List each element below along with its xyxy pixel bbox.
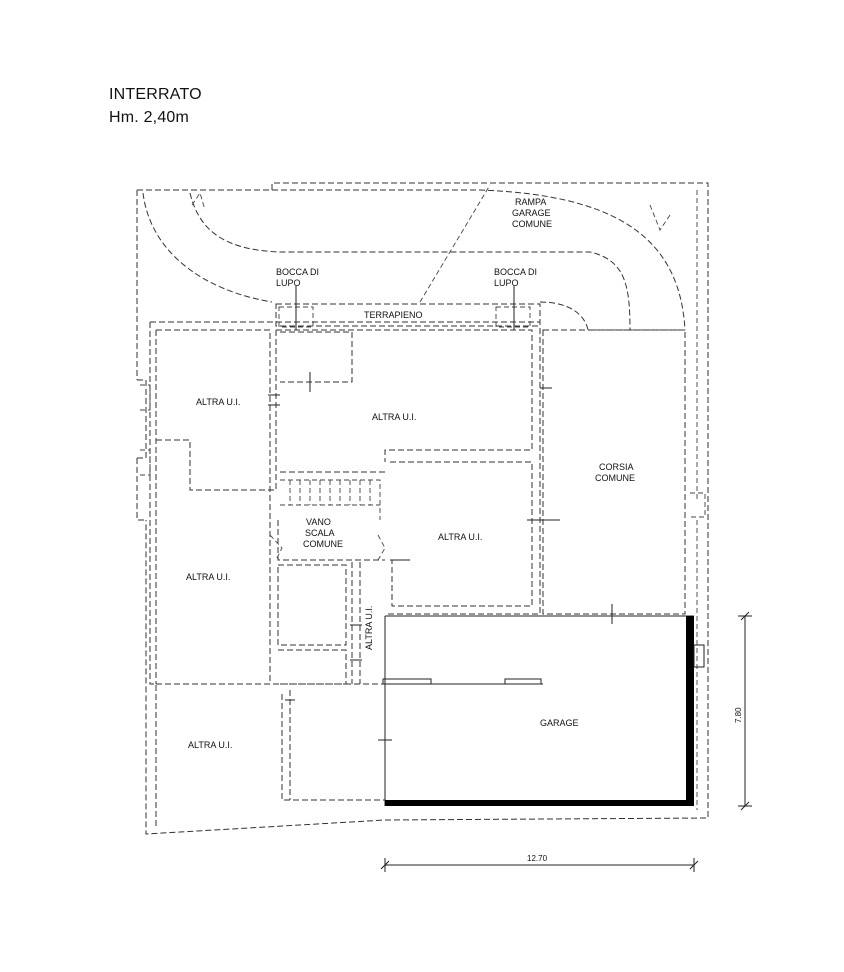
label-bocca-left-2: LUPO	[276, 278, 301, 288]
ramp	[142, 184, 686, 331]
label-rampa-3: COMUNE	[512, 219, 552, 229]
height-note: Hm. 2,40m	[109, 109, 190, 126]
dimension-width-value: 12.70	[527, 854, 548, 863]
label-bocca-left-1: BOCCA DI	[276, 267, 319, 277]
dimension-horizontal	[380, 858, 699, 872]
label-altra-ui-left-mid: ALTRA U.I.	[186, 572, 230, 582]
wall-ticks	[268, 372, 613, 741]
label-bocca-right-2: LUPO	[494, 278, 519, 288]
label-vano-3: COMUNE	[303, 539, 343, 549]
property-boundary	[136, 182, 709, 835]
dimension-height-value: 7.80	[734, 707, 743, 723]
label-altra-ui-center: ALTRA U.I.	[438, 532, 482, 542]
dimension-vertical	[738, 611, 752, 811]
label-corsia-1: CORSIA	[599, 462, 634, 472]
label-vano-2: SCALA	[305, 528, 335, 538]
staircase	[269, 479, 386, 561]
label-altra-ui-bottom-left: ALTRA U.I.	[188, 740, 232, 750]
label-terrapieno: TERRAPIENO	[364, 310, 423, 320]
label-rampa-1: RAMPA	[515, 197, 546, 207]
floor-title: INTERRATO	[109, 86, 202, 103]
garage	[382, 615, 705, 806]
label-garage: GARAGE	[540, 718, 579, 728]
terrapieno	[275, 286, 541, 330]
label-altra-ui-top-left: ALTRA U.I.	[196, 397, 240, 407]
label-rampa-2: GARAGE	[512, 208, 551, 218]
interior-walls	[149, 321, 686, 828]
label-corsia-2: COMUNE	[595, 473, 635, 483]
label-bocca-right-1: BOCCA DI	[494, 267, 537, 277]
label-vano-1: VANO	[306, 517, 331, 527]
label-altra-ui-top-center: ALTRA U.I.	[372, 412, 416, 422]
label-altra-ui-vertical: ALTRA U.I.	[364, 606, 374, 650]
